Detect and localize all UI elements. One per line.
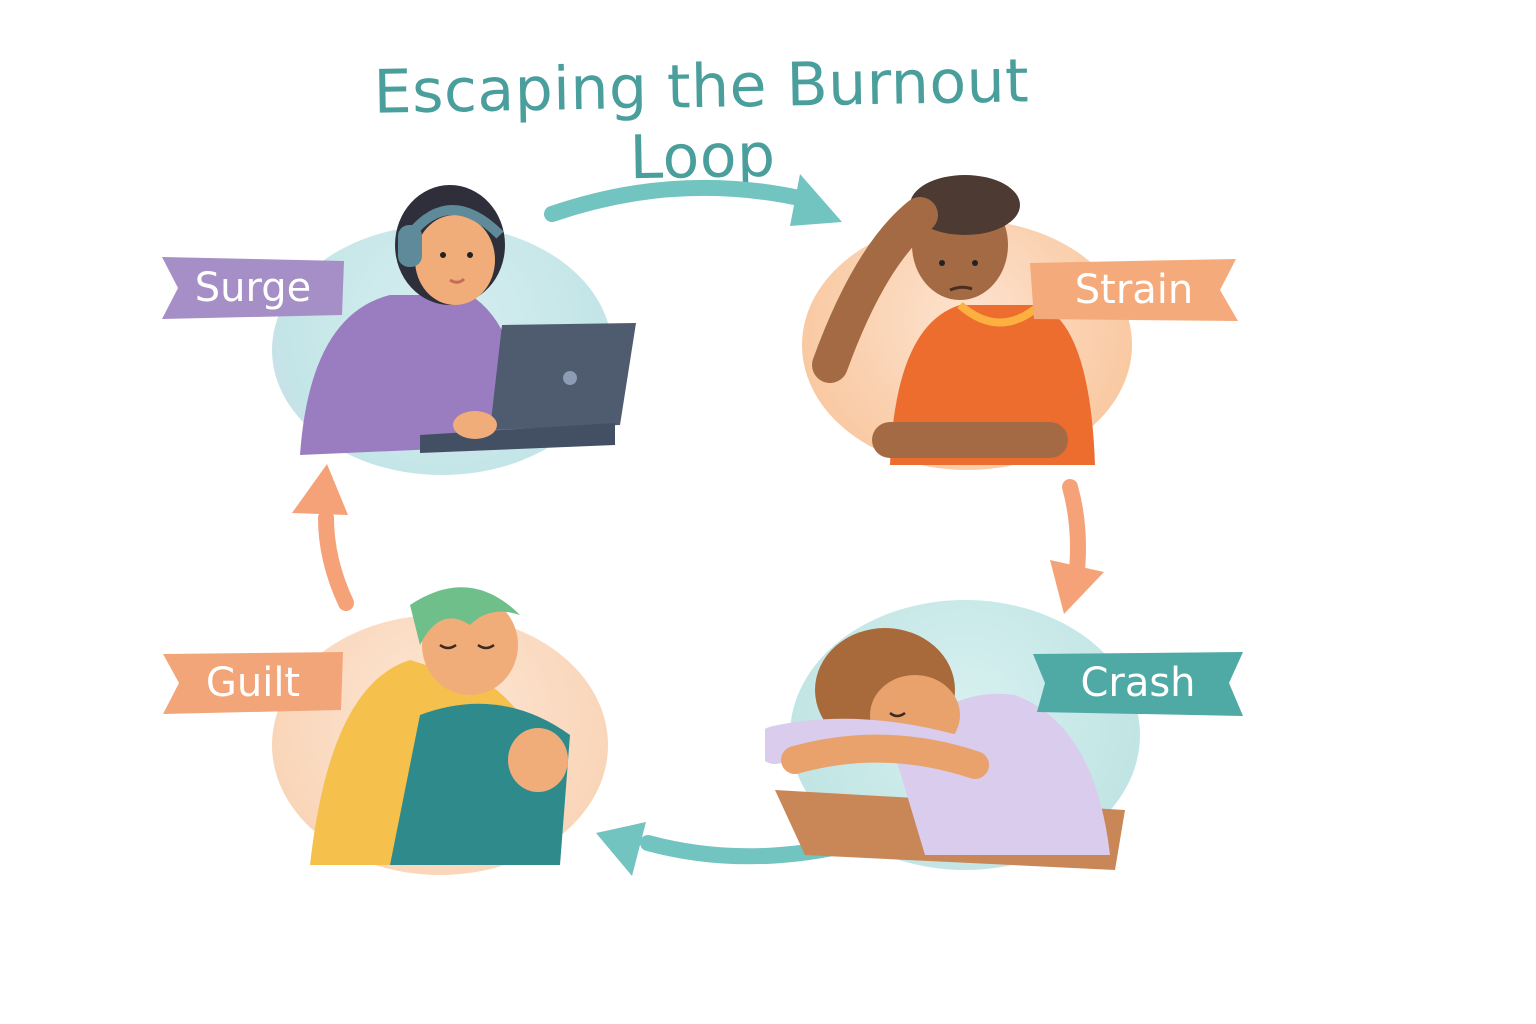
strain-illustration: [812, 175, 1095, 465]
stage-strain: Strain: [800, 165, 1240, 475]
crash-label: Crash: [1080, 660, 1196, 706]
crash-illustration: [765, 628, 1125, 870]
stage-guilt: Guilt: [163, 565, 610, 875]
guilt-banner: Guilt: [163, 650, 343, 716]
strain-label: Strain: [1074, 267, 1194, 313]
guilt-illustration: [310, 587, 570, 865]
surge-illustration: [300, 185, 636, 455]
surge-banner: Surge: [162, 255, 344, 321]
strain-banner: Strain: [1030, 257, 1238, 323]
stage-surge: Surge: [162, 175, 640, 475]
crash-banner: Crash: [1033, 650, 1243, 716]
stage-crash: Crash: [765, 595, 1245, 875]
guilt-label: Guilt: [205, 660, 301, 706]
surge-label: Surge: [194, 265, 312, 311]
